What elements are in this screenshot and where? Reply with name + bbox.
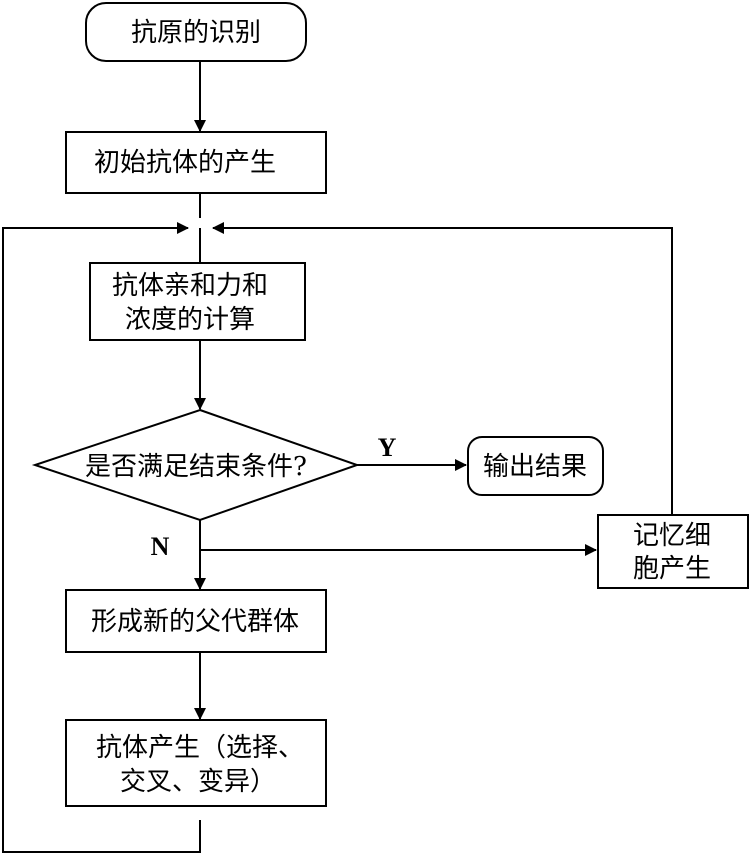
node-affinity bbox=[89, 262, 306, 341]
node-init-antibody bbox=[65, 131, 327, 194]
node-output bbox=[467, 436, 604, 496]
node-decision-label: 是否满足结束条件? bbox=[85, 452, 307, 482]
node-memory-label-line1: 记忆细 bbox=[633, 521, 711, 551]
node-new-population bbox=[65, 589, 327, 653]
edge-label-no: N bbox=[151, 532, 170, 561]
node-antibody-gen-label-line2: 交叉、变异） bbox=[120, 767, 276, 797]
edge-left-loop bbox=[2, 222, 201, 853]
node-start-label: 抗原的识别 bbox=[131, 18, 261, 48]
node-memory bbox=[597, 514, 749, 589]
edge-right-loop bbox=[212, 222, 673, 515]
node-antibody-gen bbox=[65, 719, 327, 807]
node-memory-label-line2: 胞产生 bbox=[633, 554, 711, 584]
node-output-label: 输出结果 bbox=[483, 452, 587, 482]
node-decision bbox=[31, 408, 361, 522]
edge-label-yes: Y bbox=[378, 433, 397, 462]
node-new-population-label: 形成新的父代群体 bbox=[91, 607, 299, 637]
node-antibody-gen-label-line1: 抗体产生（选择、 bbox=[96, 733, 304, 763]
node-init-antibody-label: 初始抗体的产生 bbox=[94, 148, 276, 178]
node-start bbox=[85, 2, 307, 62]
node-affinity-label-line1: 抗体亲和力和 bbox=[112, 271, 268, 301]
node-affinity-label-line2: 浓度的计算 bbox=[125, 305, 255, 335]
